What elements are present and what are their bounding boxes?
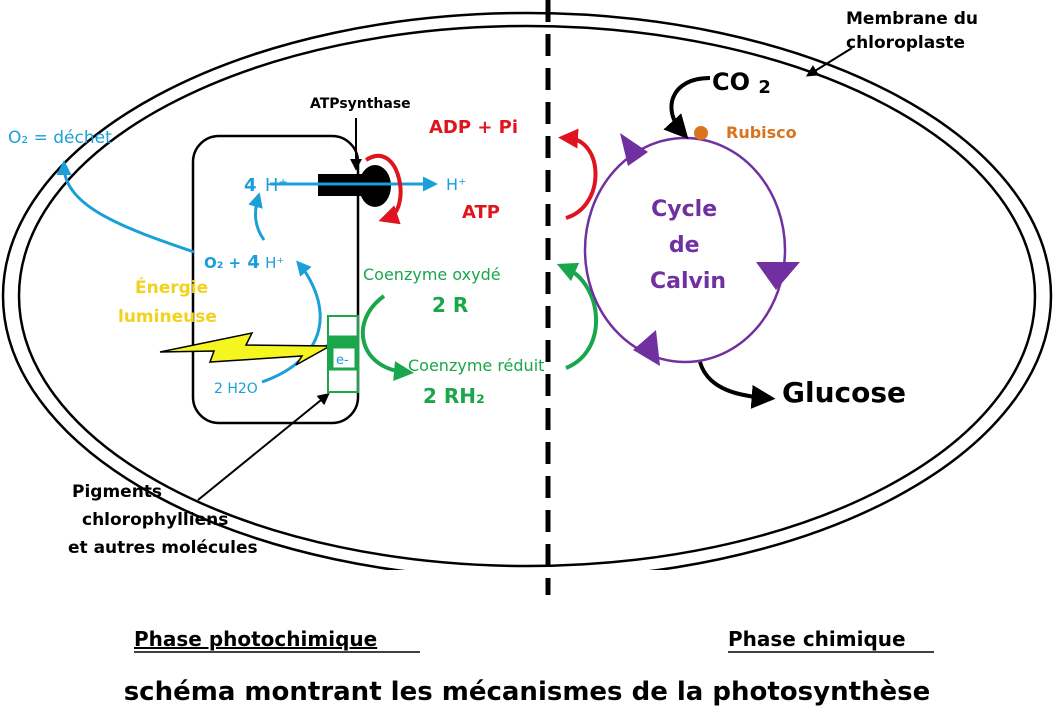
pigments-pointer bbox=[197, 392, 330, 501]
coenzyme-reduced-label: Coenzyme réduit bbox=[408, 356, 544, 375]
atp-synthase-head bbox=[359, 165, 391, 207]
h-plus-outer: H⁺ bbox=[446, 175, 466, 194]
glucose-label: Glucose bbox=[782, 376, 906, 409]
atp-synthase-label: ATPsynthase bbox=[310, 96, 411, 112]
o2-4h-label: O₂ + 4 H⁺ bbox=[204, 252, 284, 273]
rubisco-label: Rubisco bbox=[726, 123, 797, 142]
atp-formation-arrow bbox=[364, 154, 403, 225]
phase-chemical-label: Phase chimique bbox=[728, 627, 906, 651]
coenzyme-oxidized-label: Coenzyme oxydé bbox=[363, 265, 501, 284]
coenzyme-reduction-arrow bbox=[360, 294, 414, 382]
o2-waste-label: O₂ = déchet bbox=[8, 128, 112, 148]
calvin-arrowhead-top bbox=[620, 133, 648, 166]
lightning-bolt bbox=[159, 331, 333, 366]
h-plus-up-arrow bbox=[248, 192, 266, 241]
rubisco-dot bbox=[694, 126, 708, 140]
glucose-output-arrow bbox=[698, 361, 776, 409]
two-r-label: 2 R bbox=[432, 293, 468, 317]
phase-photochemical-label: Phase photochimique bbox=[134, 627, 377, 651]
calvin-arrowhead-right bbox=[756, 262, 800, 290]
adp-pi-label: ADP + Pi bbox=[429, 117, 518, 138]
water-to-o2-arrow bbox=[261, 260, 322, 384]
two-rh2-label: 2 RH₂ bbox=[423, 384, 485, 408]
water-label: 2 H2O bbox=[214, 381, 258, 397]
bottom-mask bbox=[0, 570, 1054, 711]
co2-input-arrow bbox=[663, 76, 711, 140]
pigments-label: Pigments chlorophylliens et autres moléc… bbox=[68, 482, 258, 558]
o2-release-arrow bbox=[56, 160, 195, 254]
calvin-arrowhead-bottom bbox=[633, 330, 660, 366]
electron-box bbox=[332, 347, 356, 369]
membrane-pointer bbox=[805, 47, 853, 77]
atp-recycle-arrow bbox=[558, 128, 598, 220]
diagram-caption: schéma montrant les mécanismes de la pho… bbox=[124, 677, 931, 707]
atp-label: ATP bbox=[462, 202, 500, 223]
co2-label: CO 2 bbox=[712, 68, 771, 98]
light-energy-label: Énergie lumineuse bbox=[118, 276, 217, 327]
h-plus-inner: 4 H⁺ bbox=[244, 175, 288, 196]
coenzyme-recycle-arrow bbox=[556, 262, 599, 370]
thylakoid bbox=[191, 134, 360, 425]
electron-label: e- bbox=[336, 353, 349, 368]
chloroplast-inner-membrane bbox=[17, 24, 1037, 568]
calvin-cycle-label: Cycle de Calvin bbox=[650, 197, 726, 294]
membrane-label: Membrane du chloroplaste bbox=[846, 9, 984, 53]
